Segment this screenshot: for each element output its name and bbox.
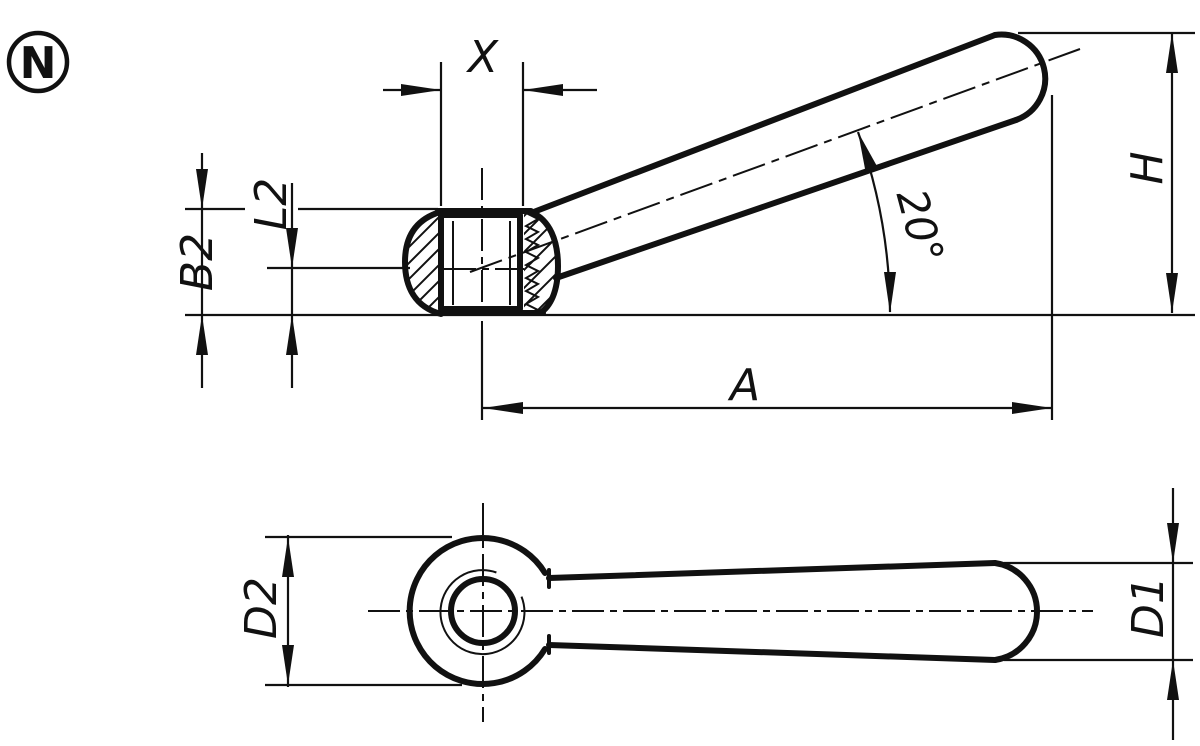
side-view: X B2 L2 A <box>172 31 1195 420</box>
d1-arrow-bottom <box>1167 660 1179 700</box>
handle-bottom-edge-bottomview <box>546 642 998 663</box>
dimension-d1: D1 <box>1004 488 1193 740</box>
handle-end-cap <box>992 31 1049 123</box>
dim-label-x: X <box>466 32 499 83</box>
h-arrow-bottom <box>1166 273 1178 313</box>
dim-label-d1: D1 <box>1123 576 1174 638</box>
hub-left-arc <box>402 209 444 317</box>
handle-axis-centerline <box>469 48 1081 273</box>
dim-label-a: A <box>727 360 760 411</box>
a-arrow-left <box>483 402 523 414</box>
thread-zigzag <box>523 212 541 314</box>
handle-upper-edge <box>528 32 998 216</box>
dim-label-b2: B2 <box>172 233 223 291</box>
handle-outline-side <box>528 31 1049 281</box>
dim-label-l2: L2 <box>246 178 297 231</box>
variant-badge: N <box>6 30 70 94</box>
hub-outline <box>402 208 561 317</box>
variant-badge-letter: N <box>20 38 57 89</box>
dimension-a: A <box>483 95 1054 420</box>
dimension-x: X <box>383 32 597 206</box>
dim-label-d2: D2 <box>236 577 287 639</box>
dim-label-angle: 20° <box>887 184 954 269</box>
b2-arrow-top <box>196 169 208 209</box>
b2-arrow-bottom <box>196 315 208 355</box>
variant-badge-circle <box>6 30 70 94</box>
bottom-view: D2 D1 <box>236 488 1193 740</box>
l2-arrow-top <box>286 228 298 268</box>
thread-arc <box>439 569 526 656</box>
threaded-hole-section <box>438 212 523 312</box>
dimension-h: H <box>1018 31 1195 313</box>
x-arrow-right <box>523 84 563 96</box>
dimension-d2: D2 <box>236 535 462 687</box>
l2-arrow-bottom <box>286 315 298 355</box>
handle-lower-edge <box>553 117 1019 281</box>
dimension-l2: L2 <box>246 178 298 388</box>
d1-arrow-top <box>1167 523 1179 563</box>
dimension-b2: B2 <box>172 153 438 388</box>
handle-top-edge-bottomview <box>546 560 998 581</box>
dim-label-h: H <box>1122 151 1173 184</box>
d2-arrow-top <box>282 537 294 577</box>
d2-arrow-bottom <box>282 645 294 685</box>
hub-right-arc <box>528 209 561 316</box>
x-arrow-left <box>401 84 441 96</box>
a-arrow-right <box>1012 402 1052 414</box>
angle-arrow-top <box>858 132 878 174</box>
angle-arc <box>856 131 892 313</box>
h-arrow-top <box>1166 33 1178 73</box>
angle-arrow-bottom <box>884 272 896 313</box>
